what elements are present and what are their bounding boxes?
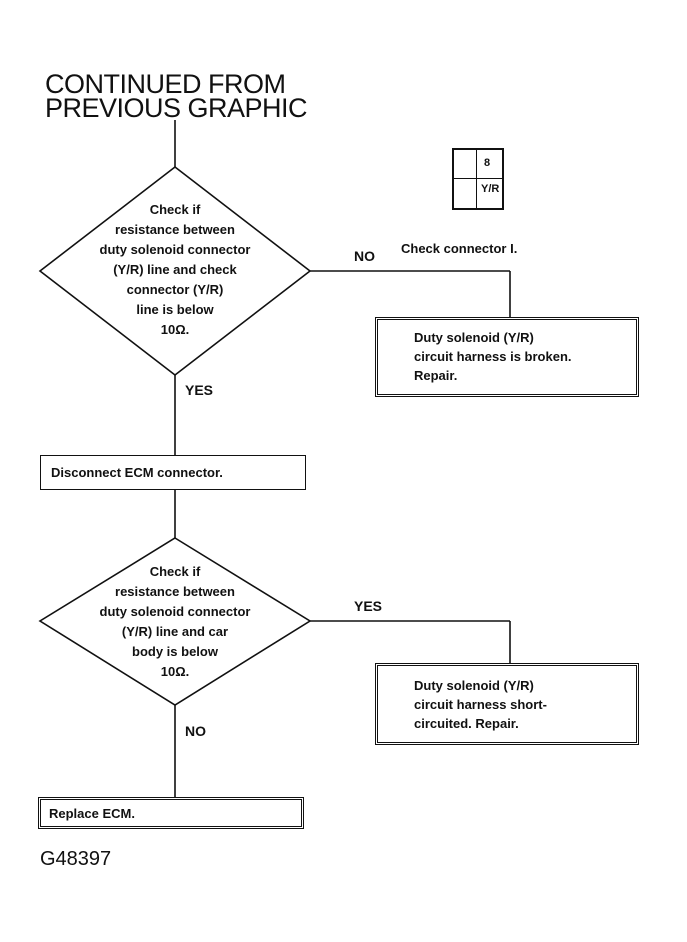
result-harness-broken: Duty solenoid (Y/R) circuit harness is b… — [375, 317, 639, 397]
header-line-1: CONTINUED FROM — [45, 69, 286, 99]
decision-1-line: line is below — [136, 302, 214, 317]
result-harness-short: Duty solenoid (Y/R) circuit harness shor… — [375, 663, 639, 745]
decision-1-yes-label: YES — [185, 382, 214, 398]
decision-2-line: (Y/R) line and car — [121, 624, 229, 639]
action-disconnect-ecm: Disconnect ECM connector. — [40, 455, 306, 490]
decision-1-line: duty solenoid connector — [99, 242, 251, 257]
decision-2-yes-label: YES — [354, 598, 383, 614]
decision-2-line: body is below — [132, 644, 218, 659]
decision-1-line: resistance between — [115, 222, 235, 237]
decision-1-text: Check if resistance between duty solenoi… — [60, 200, 290, 340]
result-line: circuit harness short- — [414, 697, 547, 712]
result-line: Repair. — [414, 368, 458, 383]
connector-divider — [454, 178, 502, 179]
decision-1-no-label: NO — [354, 248, 375, 264]
decision-2-line: resistance between — [115, 584, 235, 599]
connector-pin-number: 8 — [484, 157, 491, 169]
figure-id: G48397 — [40, 848, 112, 870]
decision-1-line: 10Ω. — [160, 322, 190, 337]
continued-header: CONTINUED FROM PREVIOUS GRAPHIC — [45, 69, 365, 123]
result-line: Duty solenoid (Y/R) — [414, 330, 534, 345]
connector-note: Check connector I. — [401, 241, 518, 256]
decision-2-text: Check if resistance between duty solenoi… — [60, 562, 290, 682]
decision-2-line: duty solenoid connector — [99, 604, 251, 619]
result-line: circuit harness is broken. — [414, 349, 572, 364]
decision-2-line: Check if — [149, 564, 201, 579]
connector-pin-color: Y/R — [481, 183, 500, 195]
action-replace-ecm: Replace ECM. — [38, 797, 304, 829]
decision-2-no-label: NO — [185, 723, 206, 739]
result-line: circuited. Repair. — [414, 716, 519, 731]
decision-1-line: connector (Y/R) — [126, 282, 224, 297]
result-line: Duty solenoid (Y/R) — [414, 678, 534, 693]
connector-divider — [476, 150, 477, 208]
decision-1-line: (Y/R) line and check — [113, 262, 237, 277]
header-line-2: PREVIOUS GRAPHIC — [45, 93, 308, 123]
connector-i-diagram: 8 Y/R — [452, 148, 504, 210]
decision-1-line: Check if — [149, 202, 201, 217]
decision-2-line: 10Ω. — [160, 664, 190, 679]
